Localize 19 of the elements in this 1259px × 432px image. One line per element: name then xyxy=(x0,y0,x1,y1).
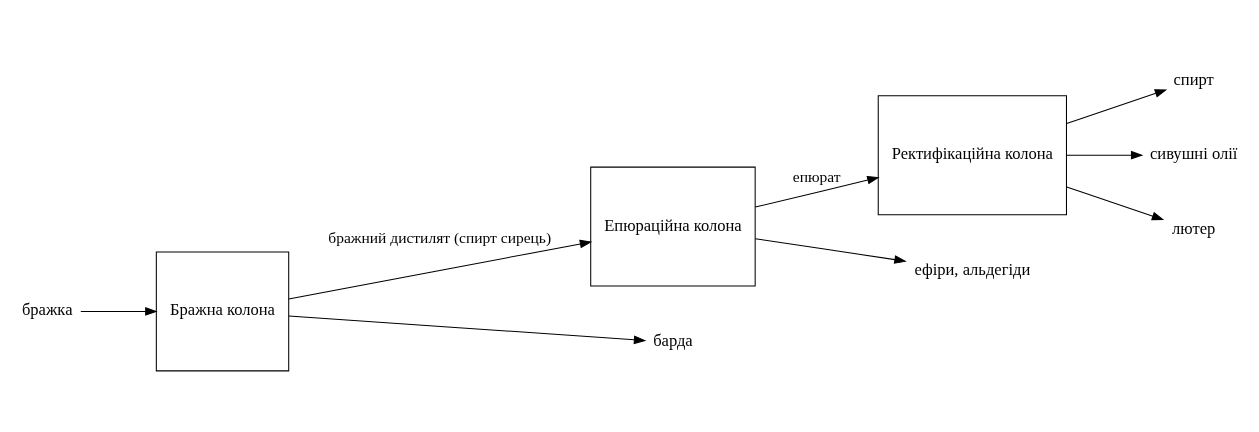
arrow xyxy=(80,306,158,316)
arrow xyxy=(1066,185,1165,220)
node-text: ефіри, альдегіди xyxy=(914,259,1031,279)
arrow xyxy=(288,239,593,300)
arrow xyxy=(1066,88,1168,124)
node-box: Ректифікаційна колона xyxy=(877,94,1067,215)
node-text: сивушні олії xyxy=(1149,143,1238,163)
node-text: бражка xyxy=(21,299,73,319)
node-text: барда xyxy=(653,330,693,350)
arrow xyxy=(754,237,907,264)
node-text: лютер xyxy=(1172,218,1216,238)
arrow xyxy=(1066,150,1144,160)
node-box: Бражна колона xyxy=(155,250,290,371)
edge-label: епюрат xyxy=(792,167,841,185)
node-text: спирт xyxy=(1173,69,1214,89)
edge-label: бражний дистилят (спирт сирець) xyxy=(328,228,552,246)
arrow xyxy=(754,175,880,208)
node-box: Епюраційна колона xyxy=(590,166,756,287)
arrow xyxy=(288,314,647,344)
